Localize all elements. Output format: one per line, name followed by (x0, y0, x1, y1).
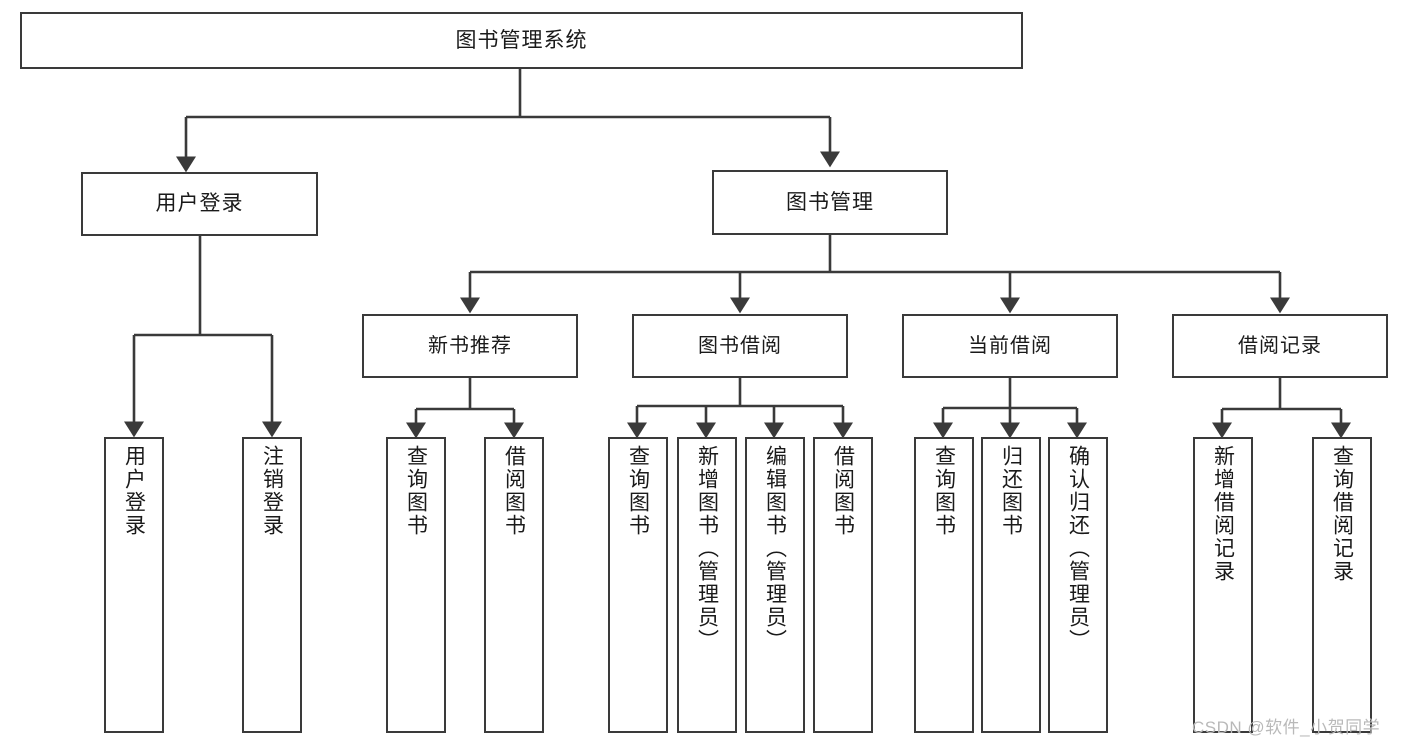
leaf-new-book-borrow-book[interactable]: 借阅图书 (484, 437, 544, 733)
node-label: 查询图书 (626, 445, 650, 537)
node-label: 图书借阅 (698, 334, 782, 357)
node-label: 图书管理 (786, 190, 874, 214)
node-label: 归还图书 (999, 445, 1023, 537)
node-user-login[interactable]: 用户登录 (81, 172, 318, 236)
node-label: 新书推荐 (428, 334, 512, 357)
leaf-book-borrow-edit-book-admin[interactable]: 编辑图书（管理员） (745, 437, 805, 733)
watermark-text: CSDN @软件_小贺同学 (1192, 718, 1381, 737)
leaf-borrow-record-add-record[interactable]: 新增借阅记录 (1193, 437, 1253, 733)
node-label: 新增借阅记录 (1211, 445, 1235, 583)
node-label: 借阅图书 (831, 445, 855, 537)
node-label: 用户登录 (122, 445, 146, 537)
node-label: 图书管理系统 (455, 28, 588, 52)
leaf-book-borrow-add-book-admin[interactable]: 新增图书（管理员） (677, 437, 737, 733)
node-new-book-recommend[interactable]: 新书推荐 (362, 314, 578, 378)
leaf-book-borrow-borrow-book[interactable]: 借阅图书 (813, 437, 873, 733)
leaf-current-borrow-query-book[interactable]: 查询图书 (914, 437, 974, 733)
node-borrow-record[interactable]: 借阅记录 (1172, 314, 1388, 378)
node-label: 查询图书 (932, 445, 956, 537)
leaf-new-book-query-book[interactable]: 查询图书 (386, 437, 446, 733)
node-label: 查询借阅记录 (1330, 445, 1354, 583)
node-label: 编辑图书（管理员） (763, 445, 787, 652)
leaf-current-borrow-confirm-return-admin[interactable]: 确认归还（管理员） (1048, 437, 1108, 733)
node-root-book-management-system[interactable]: 图书管理系统 (20, 12, 1023, 69)
node-label: 借阅记录 (1238, 334, 1322, 357)
node-label: 注销登录 (260, 445, 284, 537)
leaf-user-login-login[interactable]: 用户登录 (104, 437, 164, 733)
leaf-user-login-logout[interactable]: 注销登录 (242, 437, 302, 733)
node-book-borrow[interactable]: 图书借阅 (632, 314, 848, 378)
node-current-borrow[interactable]: 当前借阅 (902, 314, 1118, 378)
leaf-current-borrow-return-book[interactable]: 归还图书 (981, 437, 1041, 733)
leaf-borrow-record-query-record[interactable]: 查询借阅记录 (1312, 437, 1372, 733)
node-label: 当前借阅 (968, 334, 1052, 357)
node-label: 新增图书（管理员） (695, 445, 719, 652)
node-label: 借阅图书 (502, 445, 526, 537)
node-label: 确认归还（管理员） (1066, 445, 1090, 652)
node-label: 查询图书 (404, 445, 428, 537)
leaf-book-borrow-query-book[interactable]: 查询图书 (608, 437, 668, 733)
node-book-management[interactable]: 图书管理 (712, 170, 948, 235)
node-label: 用户登录 (155, 192, 244, 216)
